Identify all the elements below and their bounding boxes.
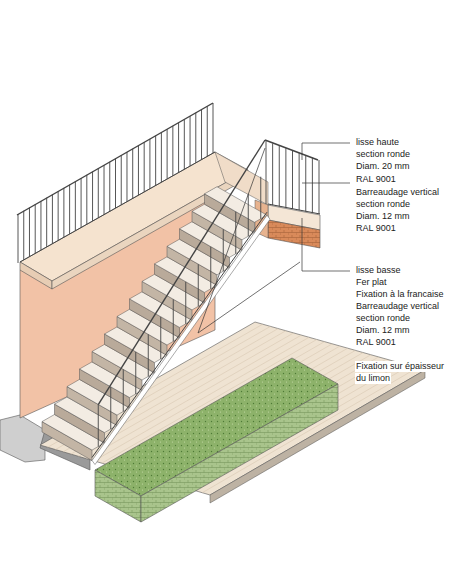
baluster	[110, 387, 111, 429]
baluster	[173, 299, 174, 341]
baluster	[148, 334, 149, 376]
baluster	[185, 282, 186, 324]
baluster	[172, 126, 173, 176]
baluster	[149, 139, 150, 189]
baluster	[161, 132, 162, 182]
baluster	[86, 175, 87, 224]
baluster	[155, 136, 156, 186]
callout-text: Barreaudage vertical	[355, 187, 440, 198]
baluster	[248, 194, 249, 236]
callout-text: lisse haute	[355, 137, 400, 148]
baluster	[18, 214, 19, 263]
baluster	[213, 103, 214, 153]
baluster	[123, 369, 124, 411]
callout-text: Fer plat	[355, 277, 388, 288]
baluster	[92, 172, 93, 221]
baluster	[260, 177, 261, 219]
baluster	[305, 155, 306, 211]
callout-text: Fixation à la francaise	[355, 289, 445, 300]
callout-text: lisse basse	[355, 265, 402, 276]
callout-text: RAL 9001	[355, 337, 397, 348]
baluster	[272, 143, 273, 205]
callout-text: Diam. 20 mm	[355, 161, 411, 172]
baluster	[210, 247, 211, 289]
callout-text: section ronde	[355, 199, 411, 210]
baluster	[126, 152, 127, 202]
baluster	[98, 405, 99, 447]
baluster	[190, 116, 191, 166]
baluster	[29, 207, 30, 256]
baluster	[58, 191, 59, 240]
baluster	[63, 188, 64, 237]
baluster	[109, 162, 110, 211]
baluster	[98, 168, 99, 217]
baluster	[292, 151, 293, 210]
baluster	[299, 153, 300, 210]
baluster	[104, 165, 105, 214]
callout-text: Diam. 12 mm	[355, 325, 411, 336]
baluster	[115, 159, 116, 209]
baluster	[184, 119, 185, 169]
baluster	[279, 146, 280, 207]
baluster	[144, 142, 145, 192]
callout-text: RAL 9001	[355, 223, 397, 234]
baluster	[201, 110, 202, 160]
baluster	[312, 158, 313, 213]
baluster	[35, 204, 36, 253]
baluster	[75, 181, 76, 230]
baluster	[121, 155, 122, 205]
baluster	[46, 198, 47, 247]
baluster	[207, 106, 208, 156]
baluster	[160, 317, 161, 359]
baluster	[198, 264, 199, 306]
callout-text: section ronde	[355, 149, 411, 160]
baluster	[132, 149, 133, 199]
baluster	[167, 129, 168, 179]
baluster	[69, 185, 70, 234]
callout-text: Diam. 12 mm	[355, 211, 411, 222]
baluster	[266, 141, 267, 204]
handrail	[98, 140, 265, 405]
callout-text: du limon	[355, 373, 391, 384]
baluster	[40, 201, 41, 250]
baluster	[138, 145, 139, 195]
baluster	[235, 212, 236, 254]
baluster	[135, 352, 136, 394]
callout-text: RAL 9001	[355, 174, 397, 185]
baluster	[319, 160, 320, 214]
baluster	[52, 194, 53, 243]
baluster	[195, 113, 196, 163]
baluster	[178, 123, 179, 173]
callout-text: section ronde	[355, 313, 411, 324]
bottom-rail	[20, 152, 215, 262]
baluster	[285, 148, 286, 208]
callout-text: Barreaudage vertical	[355, 301, 440, 312]
callout-text: Fixation sur épaisseur	[355, 361, 445, 372]
baluster	[81, 178, 82, 227]
baluster	[23, 211, 24, 260]
